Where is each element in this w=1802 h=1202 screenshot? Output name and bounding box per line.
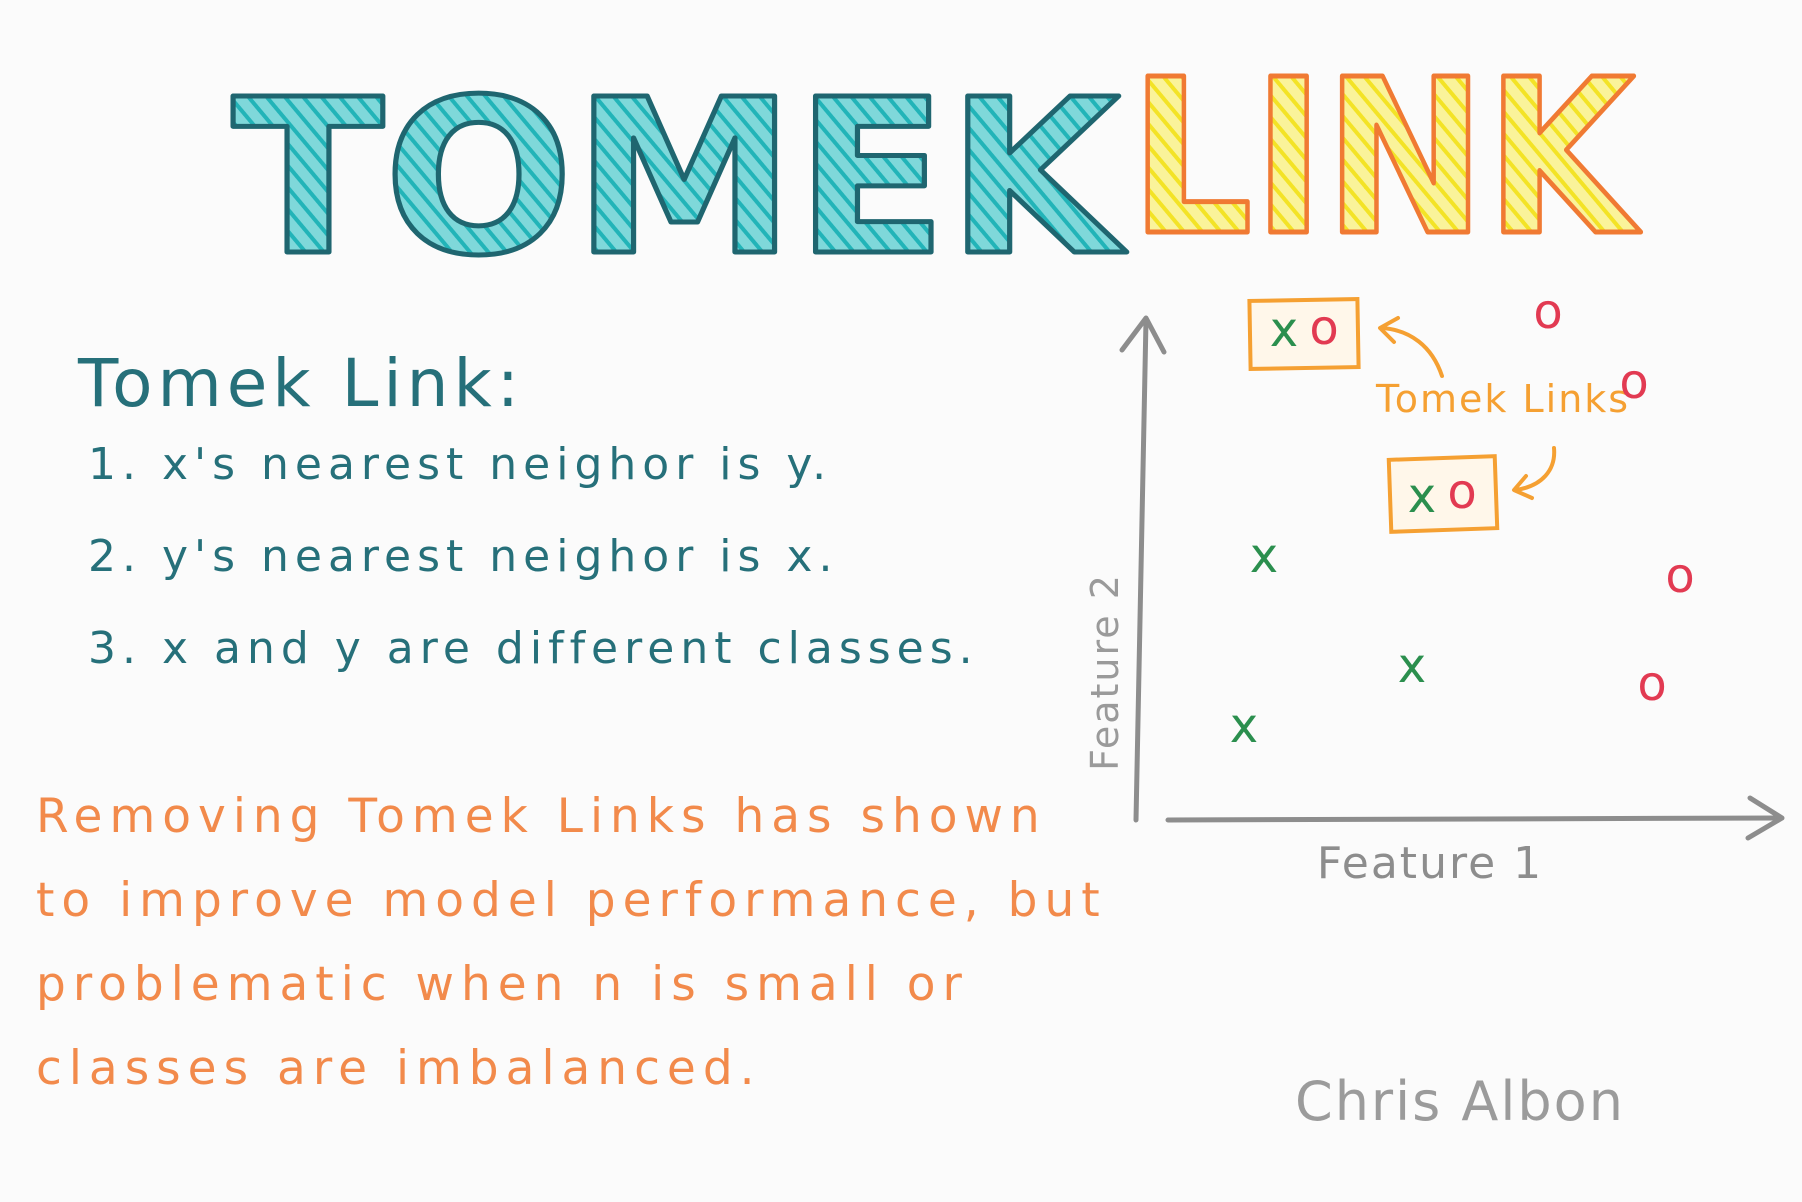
class-o-marker: o [1533, 290, 1562, 340]
y-axis [1119, 315, 1167, 823]
class-x-marker: x [1398, 638, 1426, 694]
annotation-arrow-middle [1514, 446, 1557, 492]
tomek-link-box-middle [1386, 454, 1500, 534]
scatter-diagram: Feature 2 Feature 1 Tomek Links x x x x … [1083, 290, 1785, 889]
annotation-arrow-top [1380, 326, 1444, 378]
definition-heading: Tomek Link: [78, 345, 524, 422]
author-signature: Chris Albon [1295, 1070, 1625, 1133]
annotation-arrow-top-head [1378, 316, 1400, 344]
note-line-4: classes are imbalanced. [36, 1041, 762, 1096]
definition-item-1: 1. x's nearest neighor is y. [88, 439, 833, 490]
y-axis-label: Feature 2 [1083, 573, 1127, 771]
title-banner: TOMEK LINK [230, 32, 1644, 281]
class-o-marker: o [1665, 548, 1694, 604]
tomek-link-box-top [1247, 297, 1361, 371]
definition-item-3: 3. x and y are different classes. [88, 623, 979, 674]
tomek-links-annotation: Tomek Links [1375, 377, 1630, 421]
title-word-link: LINK [1130, 34, 1641, 280]
class-o-marker: o [1637, 656, 1666, 712]
class-x-marker: x [1230, 698, 1258, 754]
definition-item-2: 2. y's nearest neighor is x. [88, 531, 839, 582]
note-line-1: Removing Tomek Links has shown [36, 789, 1047, 844]
class-x-marker: x [1408, 468, 1436, 524]
class-o-marker: o [1619, 354, 1648, 410]
annotation-arrow-middle-head [1512, 474, 1534, 500]
note-line-3: problematic when n is small or [36, 957, 969, 1012]
x-axis [1165, 795, 1785, 841]
class-o-marker: o [1309, 300, 1338, 356]
x-axis-label: Feature 1 [1317, 838, 1543, 889]
class-x-marker: x [1250, 528, 1278, 584]
definition-block: Tomek Link: 1. x's nearest neighor is y.… [78, 345, 1038, 716]
title-word-tomek: TOMEK [232, 54, 1127, 280]
note-block: Removing Tomek Links has shown to improv… [36, 775, 1107, 1111]
class-o-marker: o [1447, 464, 1476, 520]
class-x-marker: x [1270, 302, 1298, 358]
note-line-2: to improve model performance, but [36, 873, 1107, 928]
